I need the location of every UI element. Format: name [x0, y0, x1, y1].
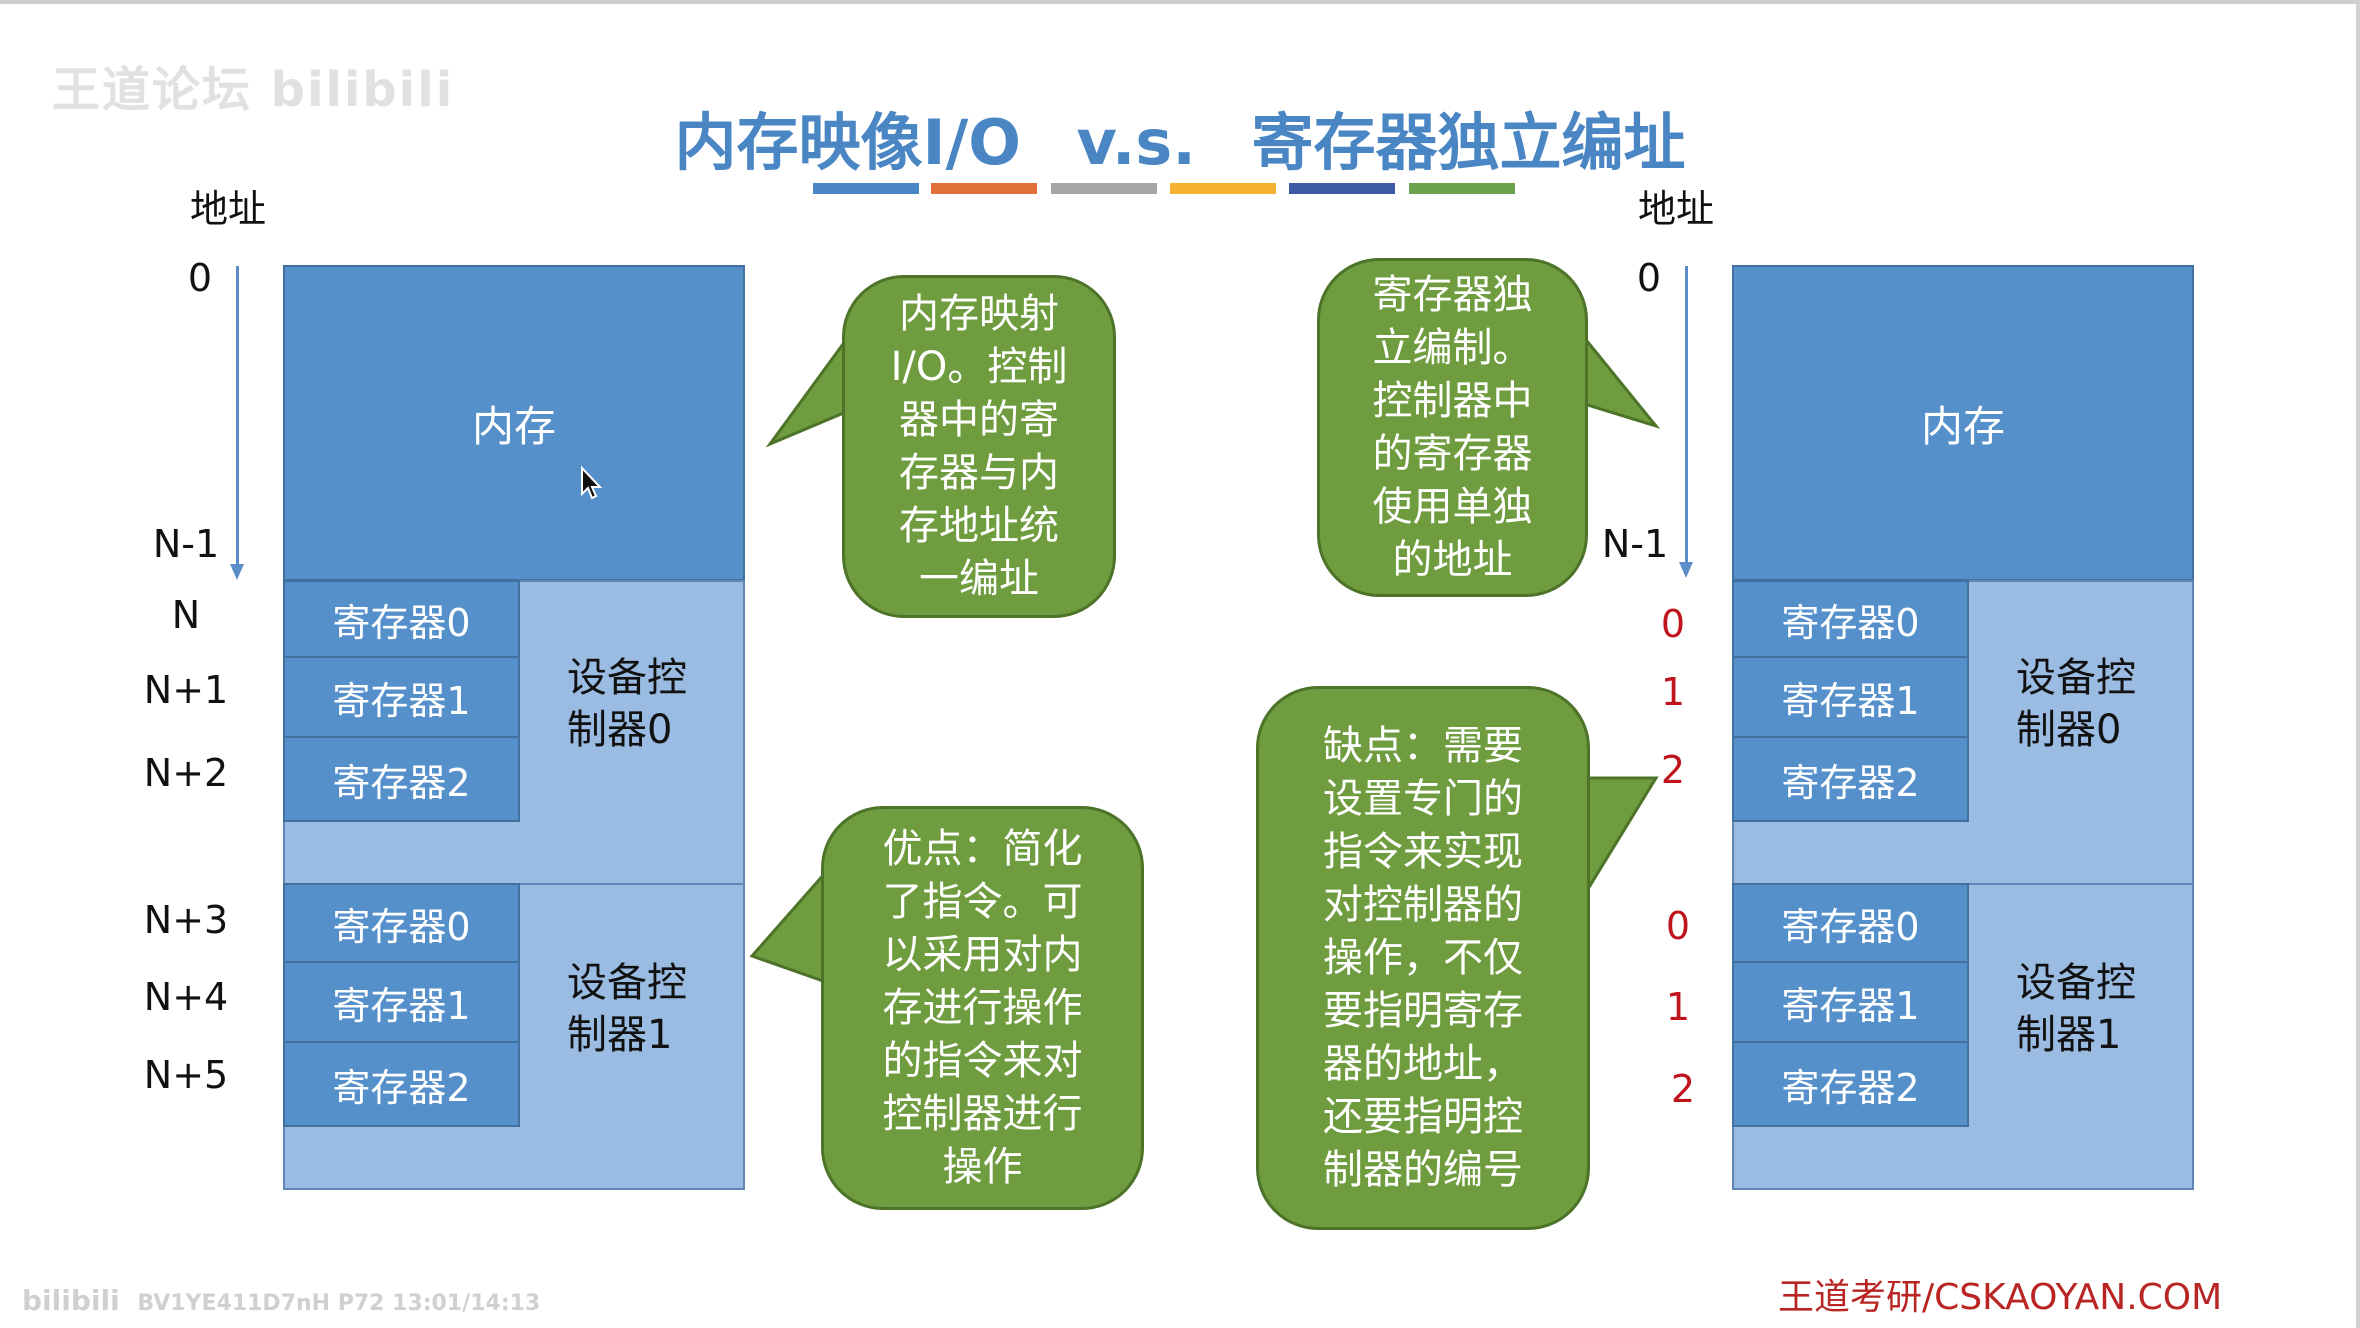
right-ctrl0-register-2: 寄存器2	[1732, 736, 1969, 822]
right-ctrl0-register-1: 寄存器1	[1732, 656, 1969, 738]
callout-tail-advantage	[749, 868, 828, 985]
right-ctrl0-register-0: 寄存器0	[1732, 580, 1969, 658]
right-ctrl1-register-2: 寄存器2	[1732, 1041, 1969, 1127]
title-bar-3	[1051, 183, 1157, 194]
left-memory-block: 内存	[283, 265, 745, 581]
left-ctrl0-register-2: 寄存器2	[283, 736, 520, 822]
left-address-axis-title: 地址	[190, 187, 267, 231]
right-addr-label: 0	[1636, 256, 1662, 300]
left-ctrl1-register-2: 寄存器2	[283, 1041, 520, 1127]
mouse-pointer-icon	[581, 466, 603, 500]
footer-brand: 王道考研/CSKAOYAN.COM	[1778, 1277, 2223, 1318]
title-bar-4	[1170, 183, 1276, 194]
callout-independent: 寄存器独立编制。控制器中的寄存器使用单独的地址	[1317, 258, 1588, 597]
title-part-memory-mapped: 内存映像I/O	[674, 106, 1021, 179]
window-right-border	[2356, 0, 2360, 1328]
callout-tail-memory-mapped	[765, 335, 848, 448]
right-addr-label: N-1	[1601, 522, 1669, 566]
slide-title: 内存映像I/O v.s. 寄存器独立编址	[0, 92, 2360, 182]
left-ctrl0-register-0: 寄存器0	[283, 580, 520, 658]
left-addr-label: N+4	[143, 975, 229, 1019]
right-reg-number: 1	[1660, 670, 1686, 714]
window-top-border	[0, 0, 2360, 4]
video-info-text: BV1YE411D7nH P72 13:01/14:13	[137, 1291, 541, 1316]
left-addr-label: N+1	[143, 668, 229, 712]
right-address-axis-arrow-icon	[1679, 562, 1693, 578]
right-ctrl0-label: 设备控 制器0	[2016, 655, 2136, 753]
right-address-axis-title: 地址	[1638, 187, 1715, 231]
right-address-axis-line	[1685, 266, 1688, 564]
left-ctrl1-register-0: 寄存器0	[283, 883, 520, 963]
right-ctrl1-register-0: 寄存器0	[1732, 883, 1969, 963]
left-addr-label: N	[171, 593, 201, 637]
left-addr-label: N+5	[143, 1053, 229, 1097]
left-ctrl0-register-1: 寄存器1	[283, 656, 520, 738]
left-addr-label: N+3	[143, 898, 229, 942]
video-info-watermark: bilibili BV1YE411D7nH P72 13:01/14:13	[22, 1284, 540, 1317]
left-ctrl1-register-1: 寄存器1	[283, 961, 520, 1043]
left-ctrl0-label: 设备控 制器0	[567, 655, 687, 753]
right-reg-number: 1	[1665, 985, 1691, 1029]
right-reg-number: 2	[1670, 1067, 1696, 1111]
left-addr-label: 0	[187, 256, 213, 300]
right-memory-label: 内存	[1920, 401, 2005, 451]
title-bar-5	[1289, 183, 1395, 194]
left-address-axis-line	[236, 266, 239, 566]
callout-disadvantage: 缺点：需要设置专门的指令来实现对控制器的操作，不仅要指明寄存器的地址，还要指明控…	[1256, 686, 1590, 1230]
right-reg-number: 2	[1660, 748, 1686, 792]
right-memory-block: 内存	[1732, 265, 2194, 581]
left-memory-label: 内存	[471, 401, 556, 451]
callout-tail-disadvantage	[1578, 776, 1659, 908]
left-addr-label: N+2	[143, 751, 229, 795]
right-ctrl1-register-1: 寄存器1	[1732, 961, 1969, 1043]
left-ctrl1-label: 设备控 制器1	[567, 960, 687, 1058]
title-bar-2	[931, 183, 1037, 194]
callout-advantage: 优点：简化了指令。可以采用对内存进行操作的指令来对控制器进行操作	[821, 806, 1144, 1210]
callout-tail-independent	[1576, 325, 1661, 429]
title-part-independent: 寄存器独立编址	[1251, 106, 1686, 179]
right-ctrl1-label: 设备控 制器1	[2016, 960, 2136, 1058]
left-addr-label: N-1	[152, 522, 220, 566]
left-address-axis-arrow-icon	[230, 564, 244, 580]
title-vs: v.s.	[1076, 106, 1196, 179]
title-bar-6	[1409, 183, 1515, 194]
bilibili-icon: bilibili	[22, 1284, 120, 1317]
right-reg-number: 0	[1660, 602, 1686, 646]
watermark-logo: 王道论坛 bilibili	[52, 62, 455, 118]
right-reg-number: 0	[1665, 904, 1691, 948]
title-bar-1	[813, 183, 919, 194]
